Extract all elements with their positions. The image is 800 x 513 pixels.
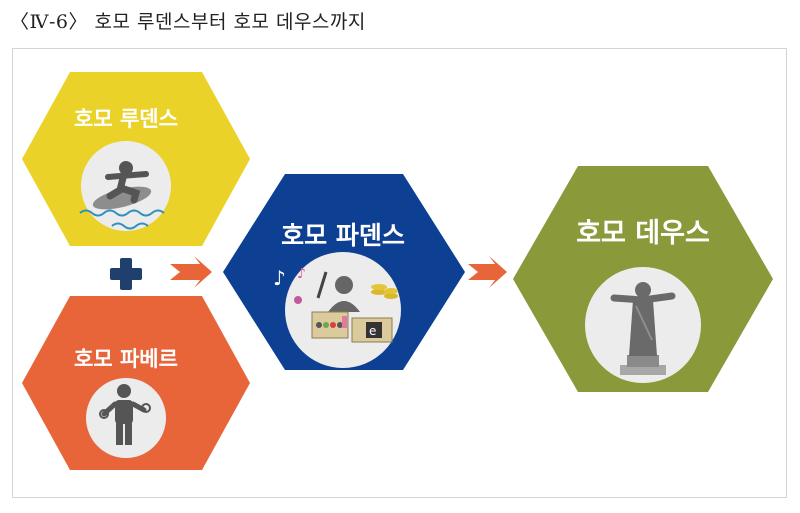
svg-text:♪: ♪: [273, 266, 286, 290]
arrow-to-pardens: [170, 256, 212, 288]
svg-text:♪: ♪: [297, 266, 306, 282]
figure-title: 〈Ⅳ-6〉 호모 루덴스부터 호모 데우스까지: [10, 11, 366, 33]
surfer-icon: [79, 161, 165, 230]
worker-with-wrench-icon: [99, 384, 151, 445]
label-homo-faber: 호모 파베르: [74, 347, 178, 371]
arrow-to-deus: [468, 256, 507, 288]
svg-text:e: e: [369, 324, 376, 338]
creator-studio-icon: ♪ ♪ e: [273, 266, 398, 343]
plus-connector: [110, 258, 142, 290]
label-homo-deus: 호모 데우스: [576, 218, 710, 249]
statue-icon: [610, 282, 676, 375]
label-homo-ludens: 호모 루덴스: [74, 107, 178, 131]
label-homo-pardens: 호모 파덴스: [281, 221, 405, 250]
